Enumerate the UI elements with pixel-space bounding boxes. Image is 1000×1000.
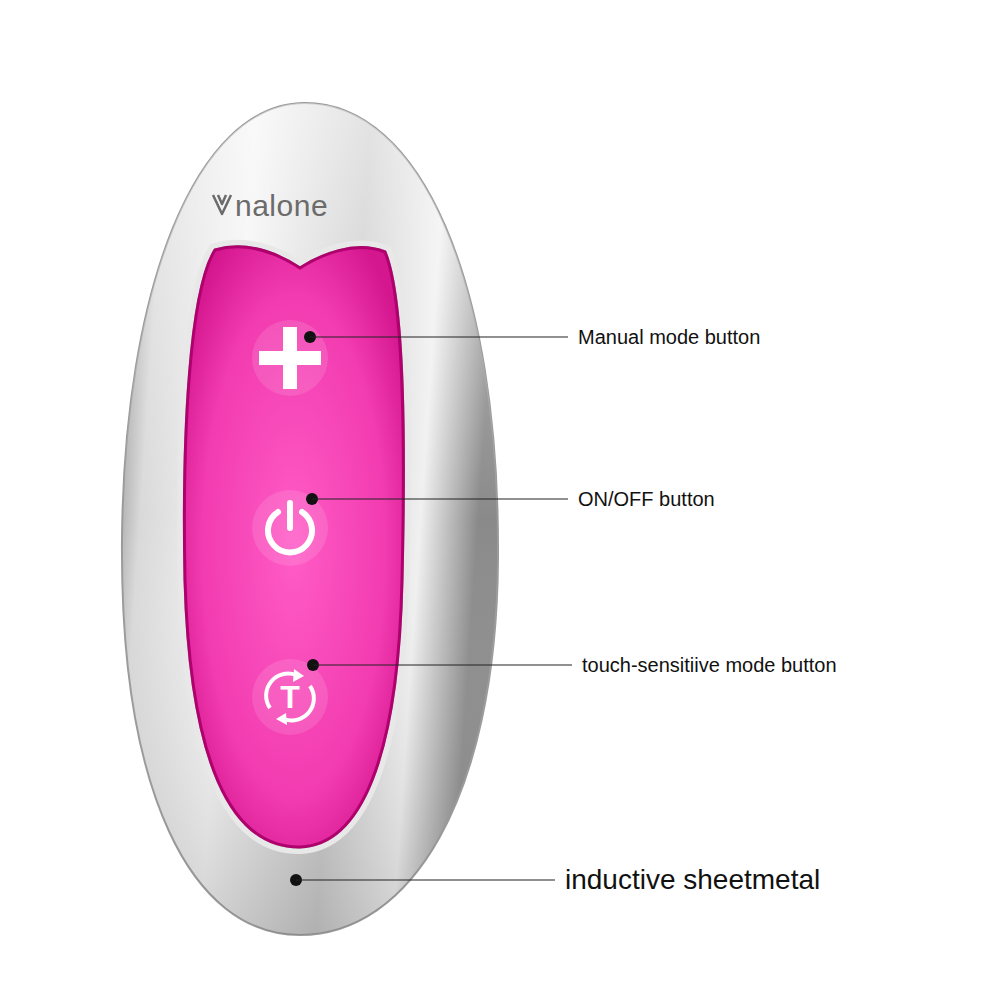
callout-label: ON/OFF button [578,488,715,510]
brand-logo: nalone [235,189,328,222]
button-letter: T [280,680,300,715]
callout-label: inductive sheetmetal [565,865,820,896]
callout-label: touch-sensitiive mode button [582,654,837,676]
callout-label: Manual mode button [578,326,760,348]
